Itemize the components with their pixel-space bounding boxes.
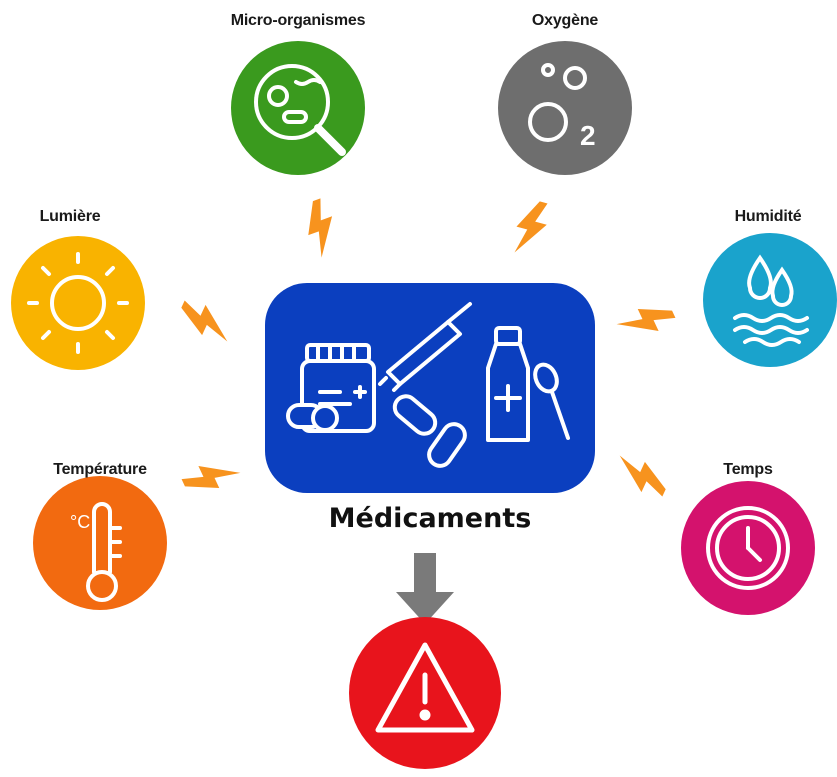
label-temperature: Température xyxy=(53,461,147,478)
sun-icon xyxy=(27,252,129,354)
svg-text:°C: °C xyxy=(70,512,90,532)
label-oxygene: Oxygène xyxy=(531,12,599,29)
bacteria-magnifier-icon xyxy=(254,64,346,156)
bolt-humidite xyxy=(614,296,678,346)
outcome-warning xyxy=(349,617,501,769)
svg-text:2: 2 xyxy=(580,120,596,151)
factor-oxygene: 2 xyxy=(498,41,632,175)
thermometer-celsius-icon: °C xyxy=(70,502,122,602)
bolt-temperature xyxy=(179,451,243,501)
medicine-bottle-icon xyxy=(486,326,530,442)
bolt-lumiere xyxy=(174,296,238,346)
label-humidite: Humidité xyxy=(734,208,802,225)
spoon-icon xyxy=(533,362,570,440)
clock-icon xyxy=(706,506,790,590)
water-drops-waves-icon xyxy=(733,254,809,347)
ampoule-icon xyxy=(378,302,472,392)
warning-triangle-icon xyxy=(375,642,475,733)
label-micro-organismes: Micro-organismes xyxy=(230,12,366,29)
capsules-icon xyxy=(392,394,467,468)
factor-lumiere xyxy=(11,236,145,370)
factor-micro-organismes xyxy=(231,41,365,175)
medicaments-icons xyxy=(286,302,570,468)
bolt-temps xyxy=(609,451,673,501)
label-medicaments: Médicaments xyxy=(328,503,532,534)
factor-temperature: °C xyxy=(33,476,167,610)
pill-jar-icon xyxy=(286,343,376,433)
label-lumiere: Lumière xyxy=(39,208,101,225)
bolt-oxygene xyxy=(509,197,553,259)
label-temps: Temps xyxy=(723,461,773,478)
bolt-micro xyxy=(297,196,345,260)
oxygen-o2-icon: 2 xyxy=(528,63,596,151)
down-arrow xyxy=(396,553,454,624)
factor-humidite xyxy=(703,233,837,367)
factor-temps xyxy=(681,481,815,615)
